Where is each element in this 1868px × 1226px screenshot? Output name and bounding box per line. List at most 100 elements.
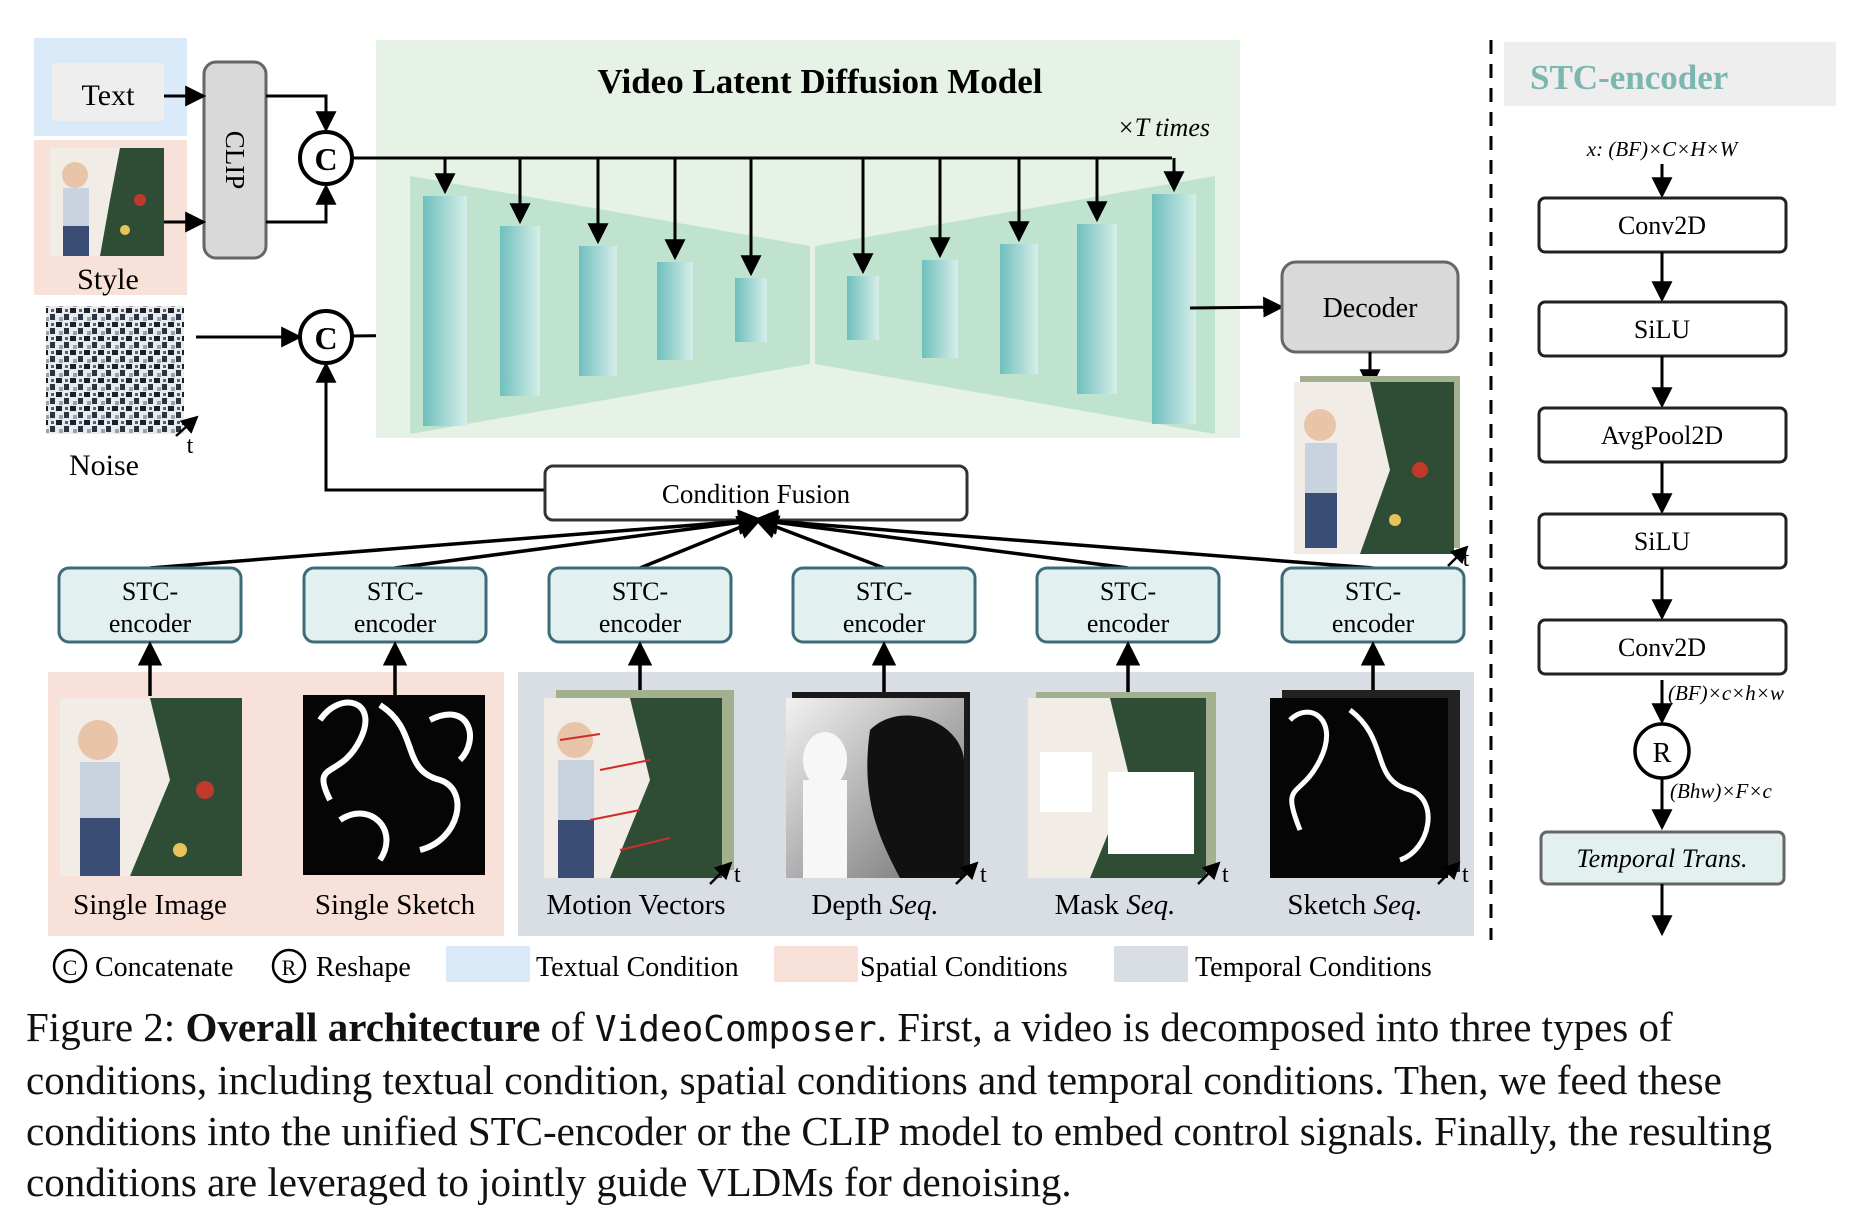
unet-block (1000, 244, 1038, 374)
stc-encoder-label-2: encoder (354, 609, 437, 638)
legend-temporal-label: Temporal Conditions (1195, 952, 1432, 983)
time-label: t (1222, 862, 1229, 888)
unet-block (657, 262, 693, 360)
unet-block (423, 196, 467, 426)
temporal-transformer-label: Temporal Trans. (1577, 844, 1748, 873)
motion-vectors-thumbnail (544, 690, 734, 878)
stc-encoder-label-2: encoder (109, 609, 192, 638)
fusion-arrow (149, 509, 763, 570)
decoder-label: Decoder (1323, 293, 1419, 324)
legend-textual-swatch (446, 946, 530, 982)
time-label: t (734, 862, 741, 888)
legend-reshape-icon (271, 948, 307, 984)
caption-bold: Overall architecture (185, 1004, 541, 1050)
time-arrow (709, 861, 733, 885)
unet-block (1152, 194, 1196, 424)
depth-sequence-thumbnail (786, 692, 970, 878)
stc-panel-title-bg (1504, 42, 1836, 106)
legend-reshape-label: Reshape (316, 952, 411, 983)
stc-encoders: STC-encoderSTC-encoderSTC-encoderSTC-enc… (57, 566, 1466, 696)
legend-concatenate-label: Concatenate (95, 952, 233, 983)
clip-label: CLIP (220, 131, 250, 190)
stc-shape-after: (BF)×c×h×w (1668, 681, 1784, 705)
stc-encoder-box: STC-encoder (1280, 566, 1466, 696)
input-label: Single Sketch (315, 889, 476, 921)
stc-encoder-label-2: encoder (843, 609, 926, 638)
output-t-label: t (1463, 546, 1470, 572)
style-label: Style (77, 263, 139, 296)
input-label: Sketch Seq. (1287, 889, 1422, 921)
legend-reshape-symbol: R (282, 955, 297, 980)
stc-input-shape: x: (BF)×C×H×W (1586, 137, 1740, 161)
style-image-thumbnail (50, 148, 164, 256)
stc-encoder-label-1: STC- (1100, 577, 1156, 606)
stc-layers: Conv2D SiLU AvgPool2D SiLU Conv2D (1537, 196, 1788, 676)
input-label: Single Image (73, 889, 227, 921)
legend-concatenate-symbol: C (63, 955, 78, 980)
stc-encoder-label-1: STC- (1345, 577, 1401, 606)
unet-block (735, 278, 767, 342)
stc-encoder-box: STC-encoder (547, 566, 733, 696)
stc-encoder-box: STC-encoder (57, 566, 243, 696)
legend-spatial-label: Spatial Conditions (860, 952, 1068, 983)
stc-encoder-box: STC-encoder (302, 566, 488, 696)
text-input-box (52, 63, 164, 121)
input-label: Depth Seq. (811, 889, 938, 921)
legend-temporal-swatch (1114, 946, 1188, 982)
time-arrow (1197, 861, 1221, 885)
stc-encoder-label-2: encoder (1087, 609, 1170, 638)
noise-label: Noise (69, 449, 139, 482)
stc-encoder-label-1: STC- (856, 577, 912, 606)
time-arrow (955, 861, 979, 885)
stc-layer-label: SiLU (1634, 315, 1691, 344)
stc-input-var: x (1586, 137, 1597, 161)
mask-sequence-thumbnail (1028, 692, 1216, 878)
noise-t-label: t (187, 433, 194, 459)
single-sketch-thumbnail (303, 695, 485, 875)
noise-image (46, 306, 184, 434)
unet-block (847, 276, 879, 340)
output-video-stack (1294, 376, 1460, 554)
concatenate-noise-symbol: C (314, 320, 337, 356)
fusion-arrow (753, 509, 1374, 570)
stc-encoder-label-1: STC- (612, 577, 668, 606)
unet-block (922, 260, 958, 358)
input-label: Mask Seq. (1055, 889, 1176, 921)
reshape-symbol: R (1653, 738, 1672, 769)
stc-encoder-label-2: encoder (1332, 609, 1415, 638)
stc-encoder-box: STC-encoder (791, 566, 977, 696)
unet-block (500, 226, 540, 396)
fusion-arrows (149, 509, 1374, 570)
legend-textual-label: Textual Condition (536, 952, 739, 983)
stc-encoder-label-2: encoder (599, 609, 682, 638)
stc-shape-after-reshape: (Bhw)×F×c (1670, 779, 1772, 803)
text-input-label: Text (82, 79, 136, 112)
caption-body: . First, a video is decomposed into thre… (26, 1004, 1773, 1205)
stc-encoder-box: STC-encoder (1035, 566, 1221, 696)
legend-concatenate-icon (52, 948, 88, 984)
fusion-arrow (753, 510, 1129, 570)
stc-layer-label: Conv2D (1618, 211, 1706, 240)
clip-box (202, 60, 268, 260)
caption-of: of (540, 1004, 595, 1050)
condition-fusion-label: Condition Fusion (662, 479, 851, 509)
input-label: Motion Vectors (546, 889, 725, 921)
stc-layer-label: SiLU (1634, 527, 1691, 556)
stc-input-dims: : (BF)×C×H×W (1596, 137, 1740, 161)
caption-system-name: VideoComposer (594, 1009, 877, 1050)
fusion-arrow (394, 510, 763, 570)
stc-layer-label: AvgPool2D (1601, 421, 1723, 450)
vldm-title: Video Latent Diffusion Model (598, 62, 1043, 101)
sketch-sequence-thumbnail (1270, 690, 1460, 878)
stc-layer-label: Conv2D (1618, 633, 1706, 662)
unet-block (1077, 224, 1117, 394)
legend-spatial-swatch (774, 946, 858, 982)
time-label: t (980, 862, 987, 888)
time-label: t (1462, 862, 1469, 888)
times-label: ×T times (1117, 113, 1210, 142)
input-labels: Single Image Single Sketch Motion Vectors D… (73, 889, 1423, 921)
caption-figure-label: Figure 2: (26, 1004, 186, 1050)
time-arrow (1437, 861, 1461, 885)
stc-encoder-label-1: STC- (122, 577, 178, 606)
